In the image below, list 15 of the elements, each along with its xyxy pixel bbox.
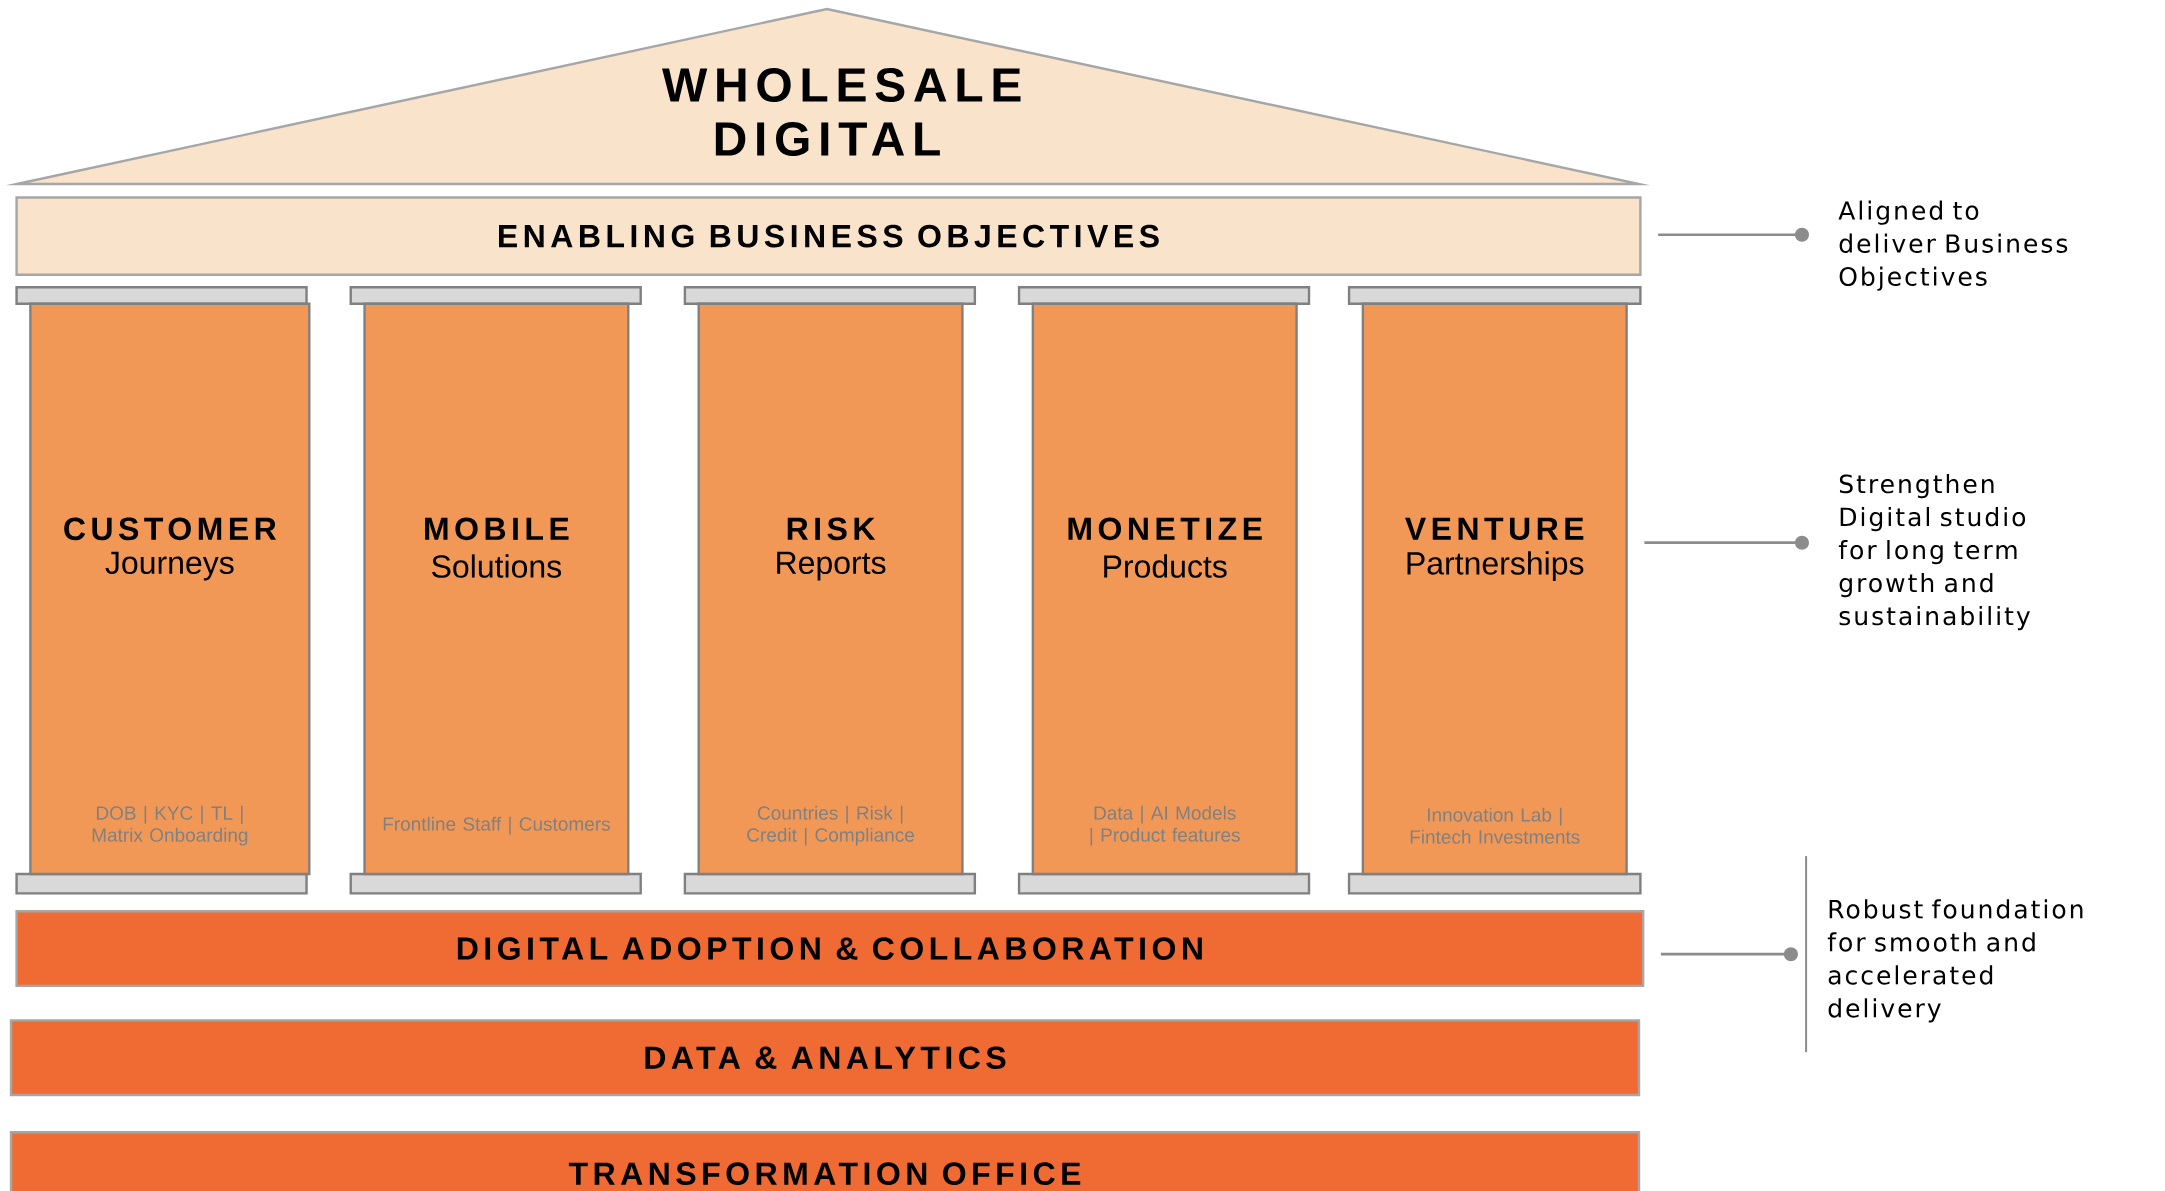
pillar: MONETIZE Products Data | AI Models | Product features [1017, 286, 1311, 895]
annotation-text: Robust foundation for smooth and accelerated delivery [1827, 899, 2083, 1023]
band: TRANSFORMATION OFFICE [9, 1131, 1641, 1191]
banner: ENABLING BUSINESS OBJECTIVES [15, 196, 1642, 276]
band: DIGITAL ADOPTION & COLLABORATION [15, 910, 1645, 988]
band: DATA & ANALYTICS [9, 1019, 1641, 1097]
pillar: VENTURE Partnerships Innovation Lab | Fintech Investments [1347, 286, 1642, 895]
annotation-text: Aligned to deliver Business Objectives [1838, 200, 2068, 291]
leader-line [1644, 535, 1809, 550]
leader-line [1658, 227, 1809, 242]
leader-line [1660, 947, 1798, 962]
pillar: MOBILE Solutions Frontline Staff | Customers [349, 286, 642, 895]
pillar: CUSTOMER Journeys DOB | KYC | TL | Matrix Onboarding [15, 286, 311, 895]
pillar: RISK Reports Countries | Risk | Credit | Compliance [683, 286, 977, 895]
annotation-text: Strengthen Digital studio for long term growth and sustainability [1838, 474, 2030, 631]
